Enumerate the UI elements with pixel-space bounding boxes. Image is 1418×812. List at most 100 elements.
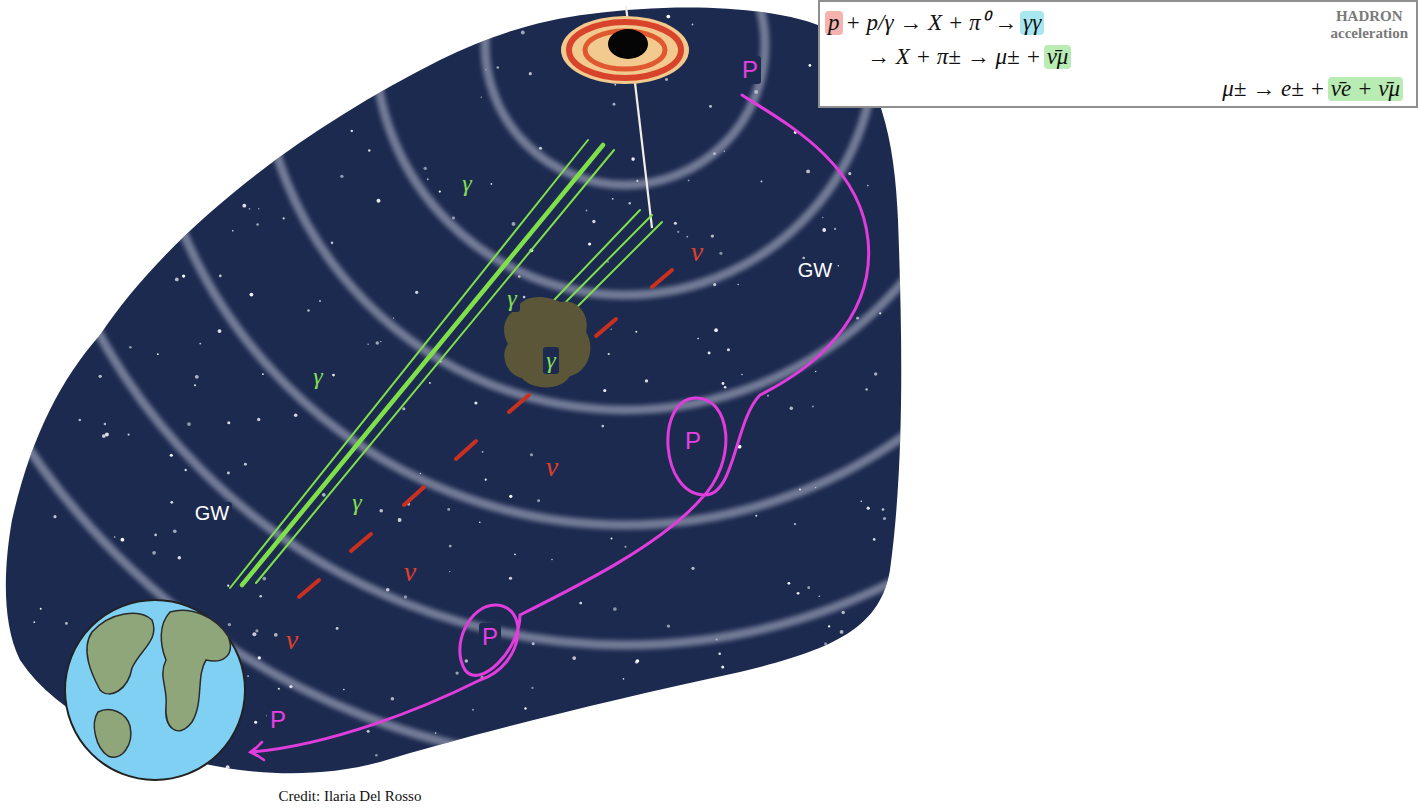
star [613, 103, 616, 106]
star [531, 687, 533, 689]
star [872, 766, 875, 769]
star [12, 34, 16, 38]
continent [87, 613, 154, 694]
star [33, 621, 35, 623]
star [22, 674, 24, 676]
proton-label: P [479, 623, 501, 651]
star [722, 382, 725, 385]
gamma-rays [230, 140, 662, 588]
star [809, 64, 812, 67]
star [711, 234, 714, 237]
star [30, 732, 32, 734]
star [247, 675, 249, 677]
star [254, 721, 257, 724]
star [449, 545, 452, 548]
star [497, 20, 499, 22]
star [812, 406, 814, 408]
star [677, 231, 679, 233]
star [602, 742, 604, 744]
star [175, 278, 179, 282]
star [93, 225, 97, 229]
star [480, 24, 483, 27]
star [185, 469, 187, 471]
star [815, 371, 816, 372]
star [258, 656, 261, 659]
star [669, 707, 672, 710]
star [102, 434, 106, 438]
star [603, 389, 606, 392]
star [741, 374, 742, 375]
star [367, 343, 368, 344]
star [532, 642, 535, 645]
star [586, 210, 588, 212]
star [6, 443, 10, 447]
gw-label: GW [192, 502, 232, 525]
neutrino-dash [456, 441, 476, 459]
star [865, 388, 867, 390]
star [262, 373, 264, 375]
star [691, 567, 694, 570]
star [256, 223, 258, 225]
star [841, 611, 844, 614]
star [674, 222, 677, 225]
star [62, 108, 64, 110]
star [156, 33, 159, 36]
star [232, 230, 234, 232]
star [52, 703, 53, 704]
gamma-ray [242, 145, 603, 585]
star [629, 202, 631, 204]
proton-trajectory [252, 95, 869, 752]
star [129, 346, 132, 349]
star [608, 353, 610, 355]
star [10, 51, 12, 53]
star [761, 180, 763, 182]
star [149, 4, 152, 7]
star [286, 92, 289, 95]
star [309, 5, 312, 8]
star [840, 630, 844, 634]
star [523, 296, 526, 299]
star [485, 479, 487, 481]
star [415, 291, 418, 294]
star [340, 175, 343, 178]
star [173, 529, 177, 533]
star [797, 592, 800, 595]
star [380, 341, 382, 343]
star [319, 300, 321, 302]
star [199, 343, 201, 345]
star [870, 753, 874, 757]
star [524, 707, 526, 709]
proton-label: P [267, 706, 289, 734]
star [200, 19, 204, 23]
star [601, 715, 603, 717]
star [55, 259, 58, 262]
star [278, 688, 280, 690]
proton-arrival [252, 742, 264, 760]
star [86, 104, 88, 106]
neutrino-dash [509, 395, 529, 412]
credit-text: Credit: Ilaria Del Rosso [276, 788, 425, 805]
star [644, 791, 647, 794]
star [106, 121, 110, 125]
star [22, 177, 25, 180]
star [156, 97, 159, 100]
star [331, 241, 334, 244]
gamma-label: γ [504, 285, 519, 312]
star [512, 222, 516, 226]
star [863, 633, 865, 635]
star [157, 353, 159, 355]
star [514, 554, 516, 556]
wave-arc [485, 0, 765, 185]
star [666, 15, 670, 19]
star [154, 240, 156, 242]
gravitational-waves [0, 0, 1345, 765]
event-horizon [608, 29, 648, 59]
star [449, 571, 450, 572]
star [262, 577, 266, 581]
star [14, 215, 16, 217]
star [77, 193, 80, 196]
star [269, 72, 271, 74]
star [565, 784, 568, 787]
star [368, 149, 370, 151]
star [572, 656, 576, 660]
